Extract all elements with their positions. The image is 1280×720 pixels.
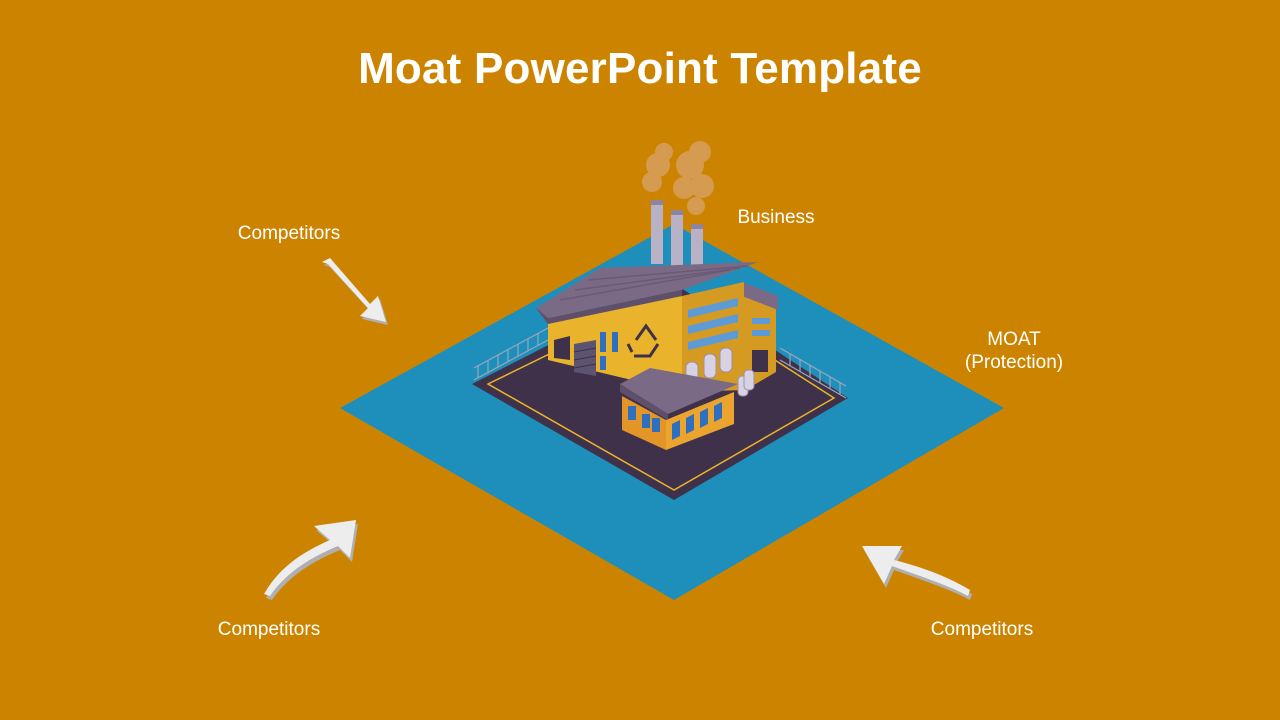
- silos: [685, 347, 755, 397]
- label-business: Business: [737, 207, 815, 228]
- factory-icon: [536, 141, 778, 450]
- arrow-bottom-left: [264, 520, 358, 600]
- slide-title: Moat PowerPoint Template: [358, 44, 922, 93]
- label-moat: MOAT (Protection): [944, 328, 1084, 374]
- label-competitors-top-left: Competitors: [237, 223, 341, 244]
- arrow-bottom-right: [862, 546, 972, 600]
- recycle-icon: [626, 323, 660, 358]
- chimneys: [651, 200, 703, 266]
- fence: [473, 327, 847, 399]
- label-moat-subtitle: (Protection): [964, 352, 1064, 373]
- label-competitors-bottom-right: Competitors: [930, 619, 1034, 640]
- label-moat-title: MOAT: [987, 329, 1041, 350]
- label-competitors-bottom-left: Competitors: [217, 619, 321, 640]
- arrow-top-left: [322, 258, 388, 325]
- smoke: [642, 141, 714, 215]
